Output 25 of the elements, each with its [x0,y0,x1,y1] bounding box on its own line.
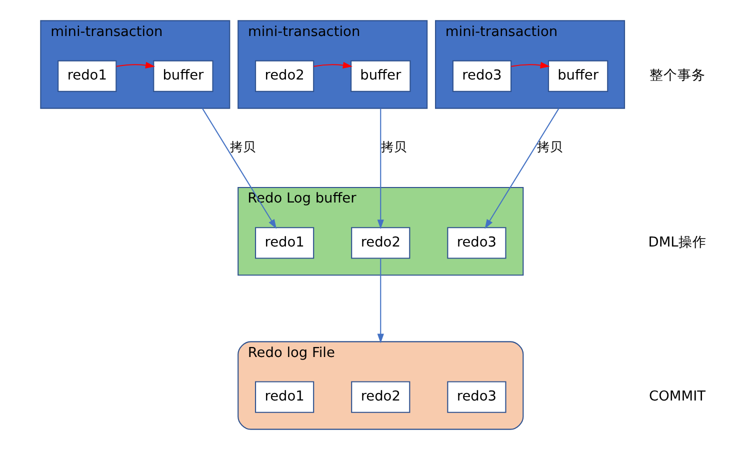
node-box: redo3 [446,381,506,413]
label: DML操作 [648,234,706,251]
node-box: redo2 [254,60,314,92]
arrow [484,108,559,229]
label: COMMIT [648,388,706,405]
node-box: buffer [350,60,410,92]
node-box: buffer [547,60,608,92]
edge-label: 拷贝 [380,139,406,154]
node-box: redo3 [446,227,506,259]
node-box: redo1 [254,381,314,413]
node-box: redo1 [254,227,314,259]
arrow [201,108,276,229]
arrow [376,108,384,230]
edge-label: 拷贝 [229,139,256,154]
arrow [116,62,155,68]
node-box: redo3 [452,60,512,92]
arrow [376,258,384,344]
node-box: buffer [152,60,213,92]
node-box: redo2 [350,227,410,259]
node-box: redo2 [350,381,410,413]
arrow [313,62,352,68]
arrow [510,62,550,68]
edge-label: 拷贝 [536,139,563,154]
node-box: redo1 [57,60,116,92]
label: 整个事务 [648,68,705,84]
